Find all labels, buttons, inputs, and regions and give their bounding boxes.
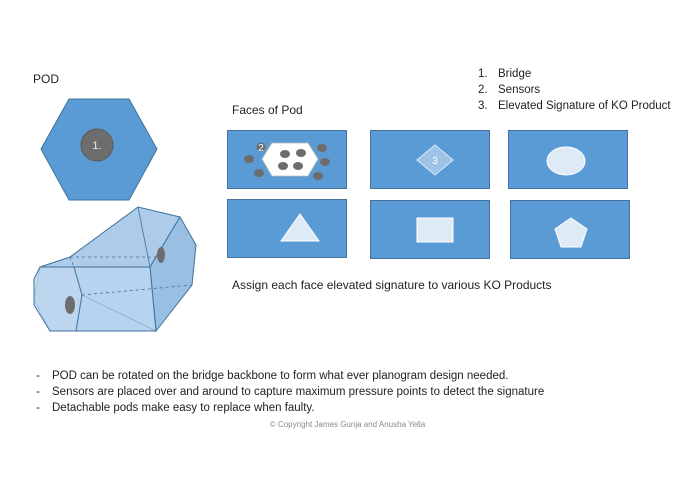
legend-number: 3. [478,100,488,112]
copyright-text: © Copyright James Gunja and Anusha Yella [269,420,426,429]
face-diamond: 3 [370,130,490,189]
face-oval [508,130,628,189]
prism-front-hole [65,296,75,314]
sensor-dot [293,162,303,170]
faces-title: Faces of Pod [232,103,303,117]
face-bridge-sensors: 2 [227,130,347,189]
note-item: -Detachable pods make easy to replace wh… [36,402,315,414]
legend-text: Sensors [498,84,541,96]
prism-back-hole [157,247,165,263]
sensor-dot [320,158,330,166]
bridge-sensors-graphic: 2 [244,142,330,180]
diamond-face-number: 3 [432,156,438,167]
legend-text: Bridge [498,68,532,80]
rectangle-shape [416,217,454,243]
sensor-dot [296,149,306,157]
note-text: Sensors are placed over and around to ca… [52,386,545,398]
note-item: -Sensors are placed over and around to c… [36,386,545,398]
sensor-dot [244,155,254,163]
prism-front-face [33,266,83,332]
sensor-dot [278,162,288,170]
rectangle-graphic [416,217,454,243]
legend-list: 1. Bridge 2. Sensors 3. Elevated Signatu… [478,66,671,114]
sensor-dot [317,144,327,152]
triangle-shape [280,213,320,242]
sensor-dot [313,172,323,180]
sensor-dot [254,169,264,177]
legend-item: 3. Elevated Signature of KO Product [478,98,671,114]
face-pentagon [510,200,630,259]
note-text: Detachable pods make easy to replace whe… [52,402,315,414]
diamond-shape [416,144,454,176]
legend-item: 1. Bridge [478,66,671,82]
face-triangle [227,199,347,258]
bridge-circle [80,128,114,162]
legend-number: 2. [478,84,488,96]
pentagon-graphic [554,217,588,248]
sensor-dot [256,142,266,152]
legend-item: 2. Sensors [478,82,671,98]
note-item: -POD can be rotated on the bridge backbo… [36,370,509,382]
notes-list: -POD can be rotated on the bridge backbo… [36,368,544,416]
note-text: POD can be rotated on the bridge backbon… [52,370,509,382]
oval-shape [546,146,586,176]
diamond-graphic: 3 [416,144,454,176]
hexagon-number-label: 1. [92,140,101,152]
triangle-graphic [280,213,320,242]
pod-label: POD [33,72,60,86]
assign-text: Assign each face elevated signature to v… [232,278,552,292]
bridge-face-number: 2 [258,143,264,154]
pentagon-shape [554,217,588,248]
pod-prism-diagram [33,206,197,333]
face-rectangle [370,200,490,259]
prism-right-end [149,216,197,333]
pod-hexagon-diagram: 1. [40,98,158,201]
oval-graphic [546,146,586,176]
sensor-dot [280,150,290,158]
bridge-hexagon [261,142,319,177]
legend-text: Elevated Signature of KO Product [498,100,671,112]
legend-number: 1. [478,68,488,80]
